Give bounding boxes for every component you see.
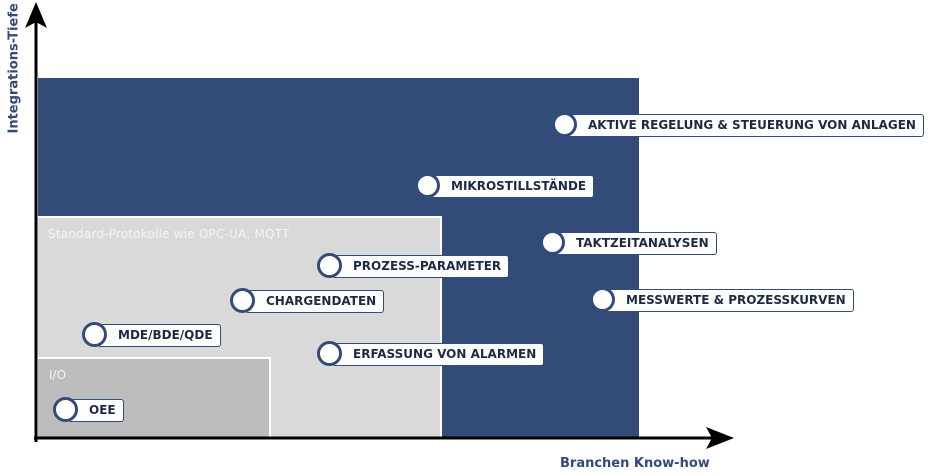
region-label-standard-protocols: Standard-Protokolle wie OPC-UA, MQTT	[48, 227, 290, 241]
item-oee: OEE	[68, 399, 124, 422]
item-mde-bde-qde: MDE/BDE/QDE	[97, 324, 221, 347]
marker-dot	[317, 341, 342, 366]
y-axis-arrowhead	[25, 2, 47, 28]
item-label: MIKROSTILLSTÄNDE	[451, 179, 587, 193]
region-io	[38, 357, 271, 438]
item-label: TAKTZEITANALYSEN	[576, 236, 709, 250]
item-active-regulation: AKTIVE REGELUNG & STEUERUNG VON ANLAGEN	[567, 114, 924, 137]
marker-dot	[53, 397, 78, 422]
item-messwerte: MESSWERTE & PROZESSKURVEN	[605, 289, 854, 312]
region-label-io: I/O	[49, 368, 67, 382]
marker-dot	[552, 112, 577, 137]
marker-dot	[230, 288, 255, 313]
item-label: OEE	[89, 403, 116, 417]
x-axis-arrowhead	[706, 427, 734, 449]
item-prozess-parameter: PROZESS-PARAMETER	[332, 255, 510, 278]
item-erfassung-alarmen: ERFASSUNG VON ALARMEN	[332, 343, 545, 366]
y-axis-title: Integrations-Tiefe	[6, 3, 22, 134]
item-label: AKTIVE REGELUNG & STEUERUNG VON ANLAGEN	[588, 118, 916, 132]
item-label: ERFASSUNG VON ALARMEN	[353, 347, 537, 361]
marker-dot	[540, 230, 565, 255]
item-chargendaten: CHARGENDATEN	[245, 290, 385, 313]
item-label: MESSWERTE & PROZESSKURVEN	[626, 293, 846, 307]
marker-dot	[82, 322, 107, 347]
item-label: PROZESS-PARAMETER	[353, 259, 502, 273]
item-label: MDE/BDE/QDE	[118, 328, 213, 342]
item-mikrostillstaende: MIKROSTILLSTÄNDE	[430, 175, 595, 198]
item-taktzeitanalysen: TAKTZEITANALYSEN	[555, 232, 717, 255]
x-axis-title: Branchen Know-how	[560, 456, 710, 471]
marker-dot	[590, 287, 615, 312]
item-label: CHARGENDATEN	[266, 294, 377, 308]
marker-dot	[317, 253, 342, 278]
marker-dot	[415, 173, 440, 198]
